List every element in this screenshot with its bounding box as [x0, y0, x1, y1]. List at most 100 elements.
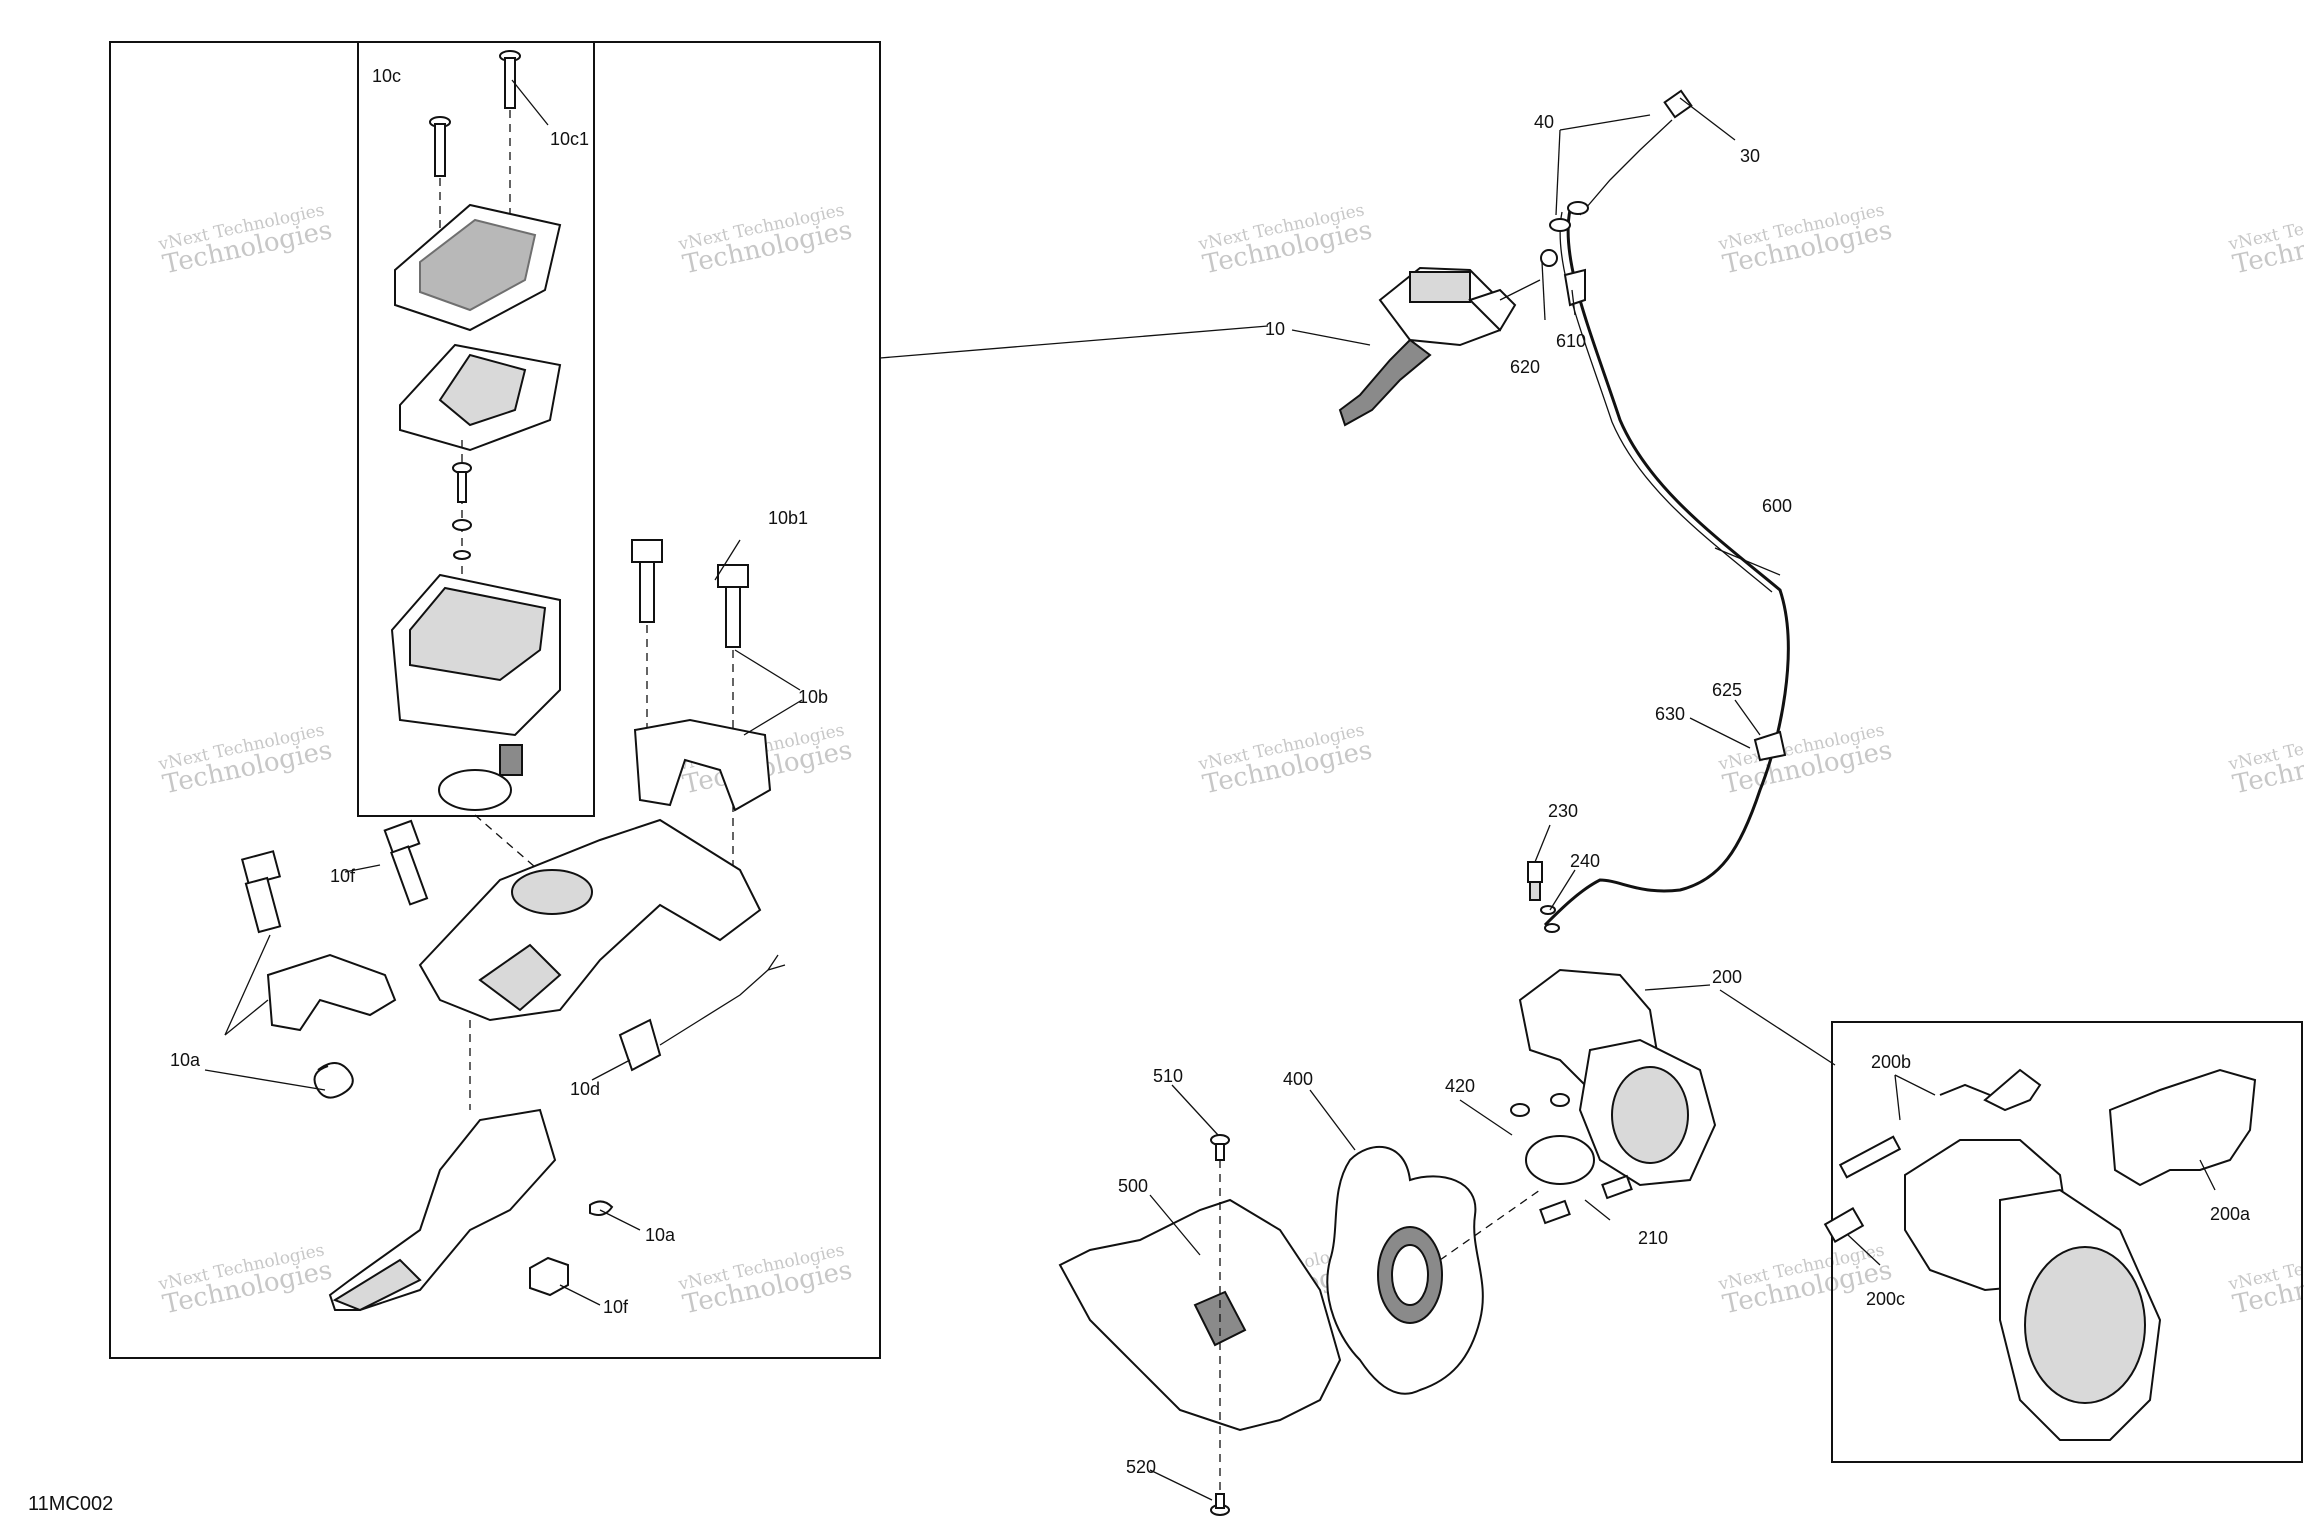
reservoir-cover-screw-right	[499, 50, 521, 109]
clamp-bolt-left	[631, 539, 663, 623]
guard-screw-top	[1210, 1134, 1230, 1161]
brake-lever	[328, 1108, 557, 1311]
callout-510: 510	[1153, 1066, 1183, 1086]
caliper-bleeder	[1823, 1206, 1865, 1244]
watermark: vNext Technologies Technologies	[1716, 200, 1895, 280]
callout-230: 230	[1548, 801, 1578, 821]
callout-40: 40	[1534, 112, 1554, 132]
lever-clip	[589, 1200, 614, 1216]
callout-600: 600	[1762, 496, 1792, 516]
watermark: vNext Technologies Technologies	[1196, 720, 1375, 800]
callout-30: 30	[1740, 146, 1760, 166]
hose-clip	[1753, 730, 1787, 762]
caliper-pin-bolt	[1510, 1093, 1570, 1117]
reservoir-to-body-axis	[474, 814, 551, 881]
lever-nut	[529, 1256, 569, 1297]
brake-hose-inner	[1559, 211, 1773, 593]
detail-link-line	[879, 325, 1269, 359]
lever-spring	[313, 1062, 354, 1099]
callout-200b: 200b	[1871, 1052, 1911, 1072]
callout-420: 420	[1445, 1076, 1475, 1096]
banjo-washer	[1540, 905, 1556, 915]
brake-pad-clip	[1983, 1068, 2042, 1112]
callout-10f-top: 10f	[330, 866, 356, 886]
hose-bracket	[1563, 268, 1586, 307]
watermark: vNext Technologies Technologies	[1196, 200, 1375, 280]
pivot-bolt	[383, 819, 429, 906]
callout-520: 520	[1126, 1457, 1156, 1477]
watermark: vNext Technologies Technologies	[676, 200, 855, 280]
reservoir-fitting	[499, 744, 523, 776]
callout-10c: 10c	[372, 66, 401, 86]
reservoir-inner-screw	[452, 462, 472, 503]
caliper-o-ring	[1525, 1135, 1595, 1185]
reservoir-cover-screw-left	[429, 116, 451, 177]
callout-240: 240	[1570, 851, 1600, 871]
disc-axis	[1439, 1189, 1541, 1261]
reservoir-cover-label	[419, 218, 537, 312]
callout-625: 625	[1712, 680, 1742, 700]
callout-10b1: 10b1	[768, 508, 808, 528]
master-cylinder-assembly	[1338, 266, 1517, 427]
brake-pads	[2108, 1068, 2257, 1187]
master-cylinder-fitting	[1499, 279, 1541, 301]
brake-disc-bore	[1391, 1244, 1429, 1306]
leader-lines	[204, 79, 2216, 1501]
hose-nut	[1540, 249, 1558, 267]
master-cylinder-body	[418, 818, 762, 1022]
watermark: vNext Technologies Technologies	[2226, 720, 2304, 800]
callout-10f-bottom: 10f	[603, 1297, 629, 1317]
watermark: vNext Technologies Technologies	[156, 200, 335, 280]
lever-bracket	[266, 953, 397, 1032]
watermark: vNext Technologies Technologies	[2226, 200, 2304, 280]
watermark: vNext Technologies Technologies	[676, 1240, 855, 1320]
watermark: vNext Technologies Technologies	[2226, 1240, 2304, 1320]
caliper-bracket-detail-bore	[2024, 1246, 2146, 1404]
adjuster-bolt	[240, 850, 282, 934]
caliper-bracket-bore	[1611, 1066, 1689, 1164]
reservoir-o-ring	[438, 769, 512, 811]
callout-500: 500	[1118, 1176, 1148, 1196]
callout-labels: 10c 10c1 10b1 10b 10f 10a 10d 10a 10f 40…	[170, 66, 2251, 1477]
handlebar-clamp	[633, 718, 772, 812]
master-cylinder-bore	[511, 869, 593, 915]
watermark: vNext Technologies Technologies	[156, 720, 335, 800]
reservoir-body-opening	[409, 586, 547, 682]
sealing-washer	[1567, 201, 1589, 215]
lever-grip	[332, 1258, 422, 1312]
brake-light-switch-wire	[659, 954, 786, 1046]
callout-400: 400	[1283, 1069, 1313, 1089]
bleeder-valve	[1527, 861, 1543, 901]
reservoir-diaphragm-bellows	[438, 353, 527, 427]
brake-pad-pin	[1939, 1083, 1991, 1096]
callout-10c1: 10c1	[550, 129, 589, 149]
callout-620: 620	[1510, 357, 1540, 377]
callout-200a: 200a	[2210, 1204, 2251, 1224]
watermark: vNext Technologies Technologies	[156, 1240, 335, 1320]
callout-210: 210	[1638, 1228, 1668, 1248]
sealing-washer	[1549, 218, 1571, 232]
callout-200: 200	[1712, 967, 1742, 987]
banjo-bolt-top	[1579, 89, 1693, 216]
callout-10a-right: 10a	[645, 1225, 676, 1245]
clamp-bolt-right	[717, 564, 749, 648]
callout-10b: 10b	[798, 687, 828, 707]
caliper-slide-pin	[1838, 1135, 1902, 1179]
callout-630: 630	[1655, 704, 1685, 724]
master-cylinder-piston	[478, 943, 562, 1012]
figure-id: 11MC002	[28, 1493, 113, 1515]
reservoir-washer	[452, 519, 472, 531]
callout-10: 10	[1265, 319, 1285, 339]
banjo-washer	[1544, 923, 1560, 933]
callout-10a-left: 10a	[170, 1050, 201, 1070]
brake-hose	[1543, 209, 1790, 927]
callout-200c: 200c	[1866, 1289, 1905, 1309]
guard-screw-bottom	[1210, 1493, 1230, 1516]
caliper-mount-bolt	[1539, 1174, 1633, 1225]
watermark: vNext Technologies Technologies	[1716, 720, 1895, 800]
caliper-detail-frame	[1831, 1021, 2303, 1463]
callout-610: 610	[1556, 331, 1586, 351]
brake-light-switch	[618, 1018, 662, 1072]
reservoir-washer	[453, 550, 471, 560]
